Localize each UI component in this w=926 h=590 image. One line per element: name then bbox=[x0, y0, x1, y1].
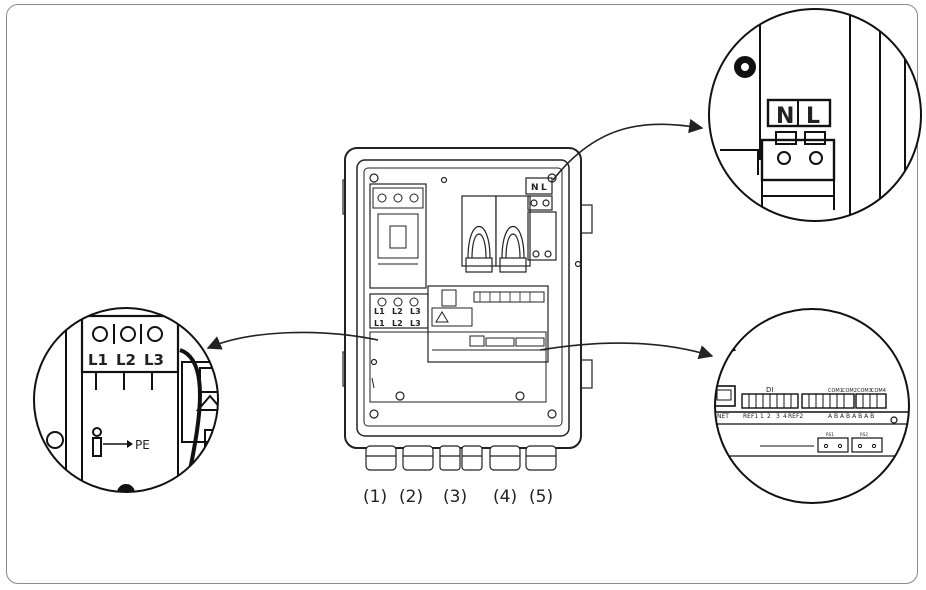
rs1-label: RS1 bbox=[826, 432, 834, 437]
bottom-l3-label: L3 bbox=[410, 319, 421, 328]
gland-label-4: (4) bbox=[493, 487, 517, 507]
com3-label: COM3 bbox=[857, 388, 872, 394]
zoom-l3-label: L3 bbox=[144, 351, 164, 369]
zoom-l1-label: L1 bbox=[88, 351, 108, 369]
figure-frame bbox=[6, 4, 918, 584]
gland-label-5: (5) bbox=[529, 487, 553, 507]
enclosure-l-label: L bbox=[541, 183, 547, 193]
rs2-label: RS2 bbox=[860, 432, 868, 437]
ref1-label: REF1 bbox=[743, 413, 758, 420]
callout-arrows bbox=[206, 118, 714, 360]
gland-label-3: (3) bbox=[443, 487, 467, 507]
enclosure-inner bbox=[356, 159, 570, 437]
breaker-l2-label: L2 bbox=[392, 307, 403, 316]
di-1-label: 1 bbox=[760, 413, 764, 420]
nl-terminal bbox=[525, 177, 557, 261]
breaker-l3-label: L3 bbox=[410, 307, 421, 316]
ab-terminal-labels: A B A B A B A B bbox=[828, 413, 874, 420]
zoom-n-label: N bbox=[776, 104, 794, 129]
bottom-l2-label: L2 bbox=[392, 319, 403, 328]
fuse-holders bbox=[461, 195, 531, 273]
main-breaker bbox=[369, 183, 427, 289]
di-label: DI bbox=[766, 386, 773, 394]
arrow-to-breaker-zoom bbox=[206, 331, 379, 350]
bottom-l1-label: L1 bbox=[374, 319, 385, 328]
zoom-l-label: L bbox=[806, 104, 820, 129]
com4-label: COM4 bbox=[871, 388, 886, 394]
zoom-nl-terminal: N L bbox=[708, 8, 922, 222]
zoom-control-board: DI NET REF1 1 2 3 4 REF2 COM1 COM2 COM3 … bbox=[714, 308, 910, 504]
zoom-breaker-pe: L1 L2 L3 PE bbox=[33, 307, 219, 493]
ref2-label: REF2 bbox=[788, 413, 803, 420]
cable-glands bbox=[365, 445, 557, 471]
pe-label: PE bbox=[135, 438, 150, 452]
zoom-l2-label: L2 bbox=[116, 351, 136, 369]
control-board bbox=[427, 285, 549, 363]
gland-label-1: (1) bbox=[363, 487, 387, 507]
com2-label: COM2 bbox=[842, 388, 857, 394]
di-3-label: 3 bbox=[776, 413, 780, 420]
di-4-label: 4 bbox=[783, 413, 787, 420]
com1-label: COM1 bbox=[828, 388, 843, 394]
net-label: NET bbox=[717, 413, 729, 420]
wiring-area bbox=[369, 331, 547, 403]
arrow-to-nl-zoom bbox=[552, 118, 704, 181]
gland-label-2: (2) bbox=[399, 487, 423, 507]
breaker-l1-label: L1 bbox=[374, 307, 385, 316]
di-2-label: 2 bbox=[767, 413, 771, 420]
enclosure-n-label: N bbox=[531, 183, 539, 193]
enclosure bbox=[342, 147, 593, 471]
arrow-to-board-zoom bbox=[539, 342, 714, 360]
mounting-plate bbox=[363, 167, 563, 427]
